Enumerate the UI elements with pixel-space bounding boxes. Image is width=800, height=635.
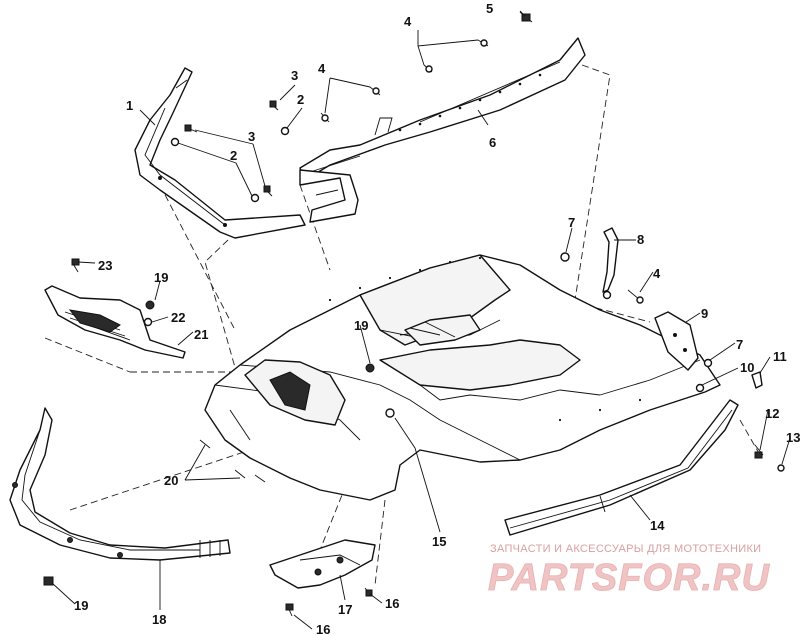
callout-7-lower: 7 <box>736 337 743 352</box>
bumper-bar-14 <box>504 399 739 536</box>
leader-lines <box>51 10 791 630</box>
left-bracket-1 <box>134 67 306 239</box>
watermark: ЗАПЧАСТИ И АКСЕССУАРЫ ДЛЯ МОТОТЕХНИКИ PA… <box>488 543 770 599</box>
hood-body <box>204 254 721 501</box>
callout-11: 11 <box>773 349 787 364</box>
callout-3-top: 3 <box>291 68 298 83</box>
skid-plate-17 <box>269 539 376 589</box>
callout-2-left: 2 <box>230 148 237 163</box>
callout-4-top: 4 <box>404 14 412 29</box>
right-bracket-9 <box>654 311 699 371</box>
callout-labels: 5 4 4 3 2 1 3 2 6 7 8 4 9 7 11 10 12 13 … <box>74 1 800 635</box>
crossbar-holes <box>398 73 542 132</box>
callout-23: 23 <box>98 258 112 273</box>
callout-12: 12 <box>765 406 779 421</box>
callout-15: 15 <box>432 534 446 549</box>
callout-19-bottom: 19 <box>74 598 88 613</box>
strut-8 <box>602 227 619 300</box>
callout-20: 20 <box>164 473 178 488</box>
callout-5: 5 <box>486 1 493 16</box>
callout-21: 21 <box>194 327 208 342</box>
lower-left-arc-18 <box>9 407 231 561</box>
callout-13: 13 <box>786 430 800 445</box>
callout-18: 18 <box>152 612 166 627</box>
callout-4-right: 4 <box>653 266 661 281</box>
callout-2-top: 2 <box>297 92 304 107</box>
callout-9: 9 <box>701 306 708 321</box>
callout-1: 1 <box>126 98 133 113</box>
callout-16-right: 16 <box>385 596 399 611</box>
watermark-logo: PARTSFOR.RU <box>488 557 770 599</box>
callout-19-center: 19 <box>354 318 368 333</box>
callout-19-left: 19 <box>154 270 168 285</box>
callout-16-bottom: 16 <box>316 622 330 635</box>
watermark-tagline: ЗАПЧАСТИ И АКСЕССУАРЫ ДЛЯ МОТОТЕХНИКИ <box>490 543 761 555</box>
callout-3-left: 3 <box>248 129 255 144</box>
callout-6: 6 <box>489 135 496 150</box>
upper-crossbar-6 <box>299 37 586 223</box>
callout-4-mid: 4 <box>318 61 326 76</box>
side-shield-21 <box>44 285 186 359</box>
callout-8: 8 <box>637 232 644 247</box>
callout-7-upper: 7 <box>568 215 575 230</box>
callout-22: 22 <box>171 310 185 325</box>
callout-17: 17 <box>338 602 352 617</box>
hood-rivets <box>328 256 642 422</box>
callout-10: 10 <box>740 360 754 375</box>
callout-14: 14 <box>650 518 665 533</box>
